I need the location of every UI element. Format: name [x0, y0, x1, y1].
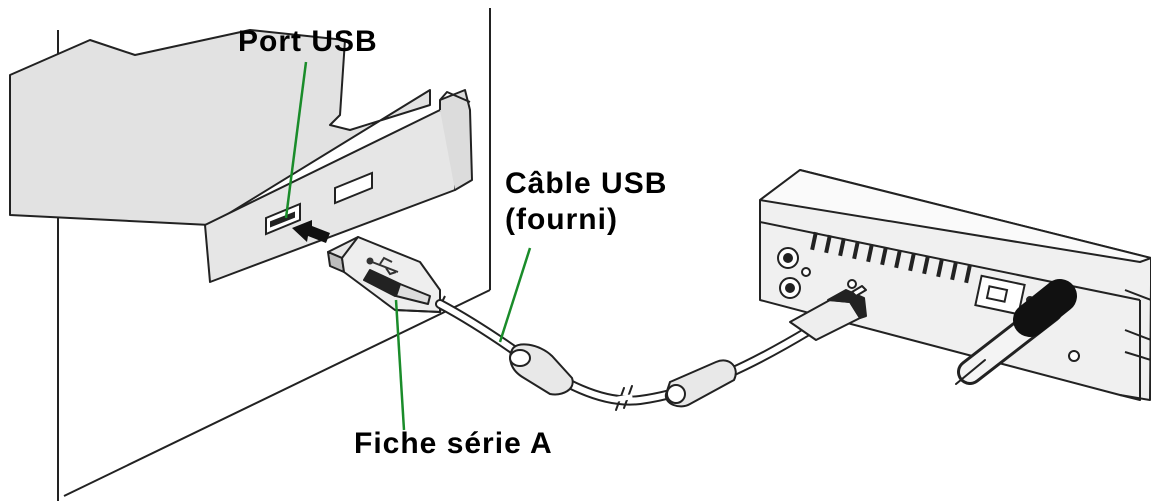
- usb-cable-label: Câble USB: [505, 167, 668, 200]
- usb-cable-note: (fourni): [505, 203, 618, 236]
- insert-arrow-icon: [292, 220, 330, 243]
- second-port: [334, 171, 373, 205]
- ferrite-core-right: [664, 359, 737, 408]
- leader-port: [284, 61, 308, 219]
- device-vents: [810, 231, 972, 284]
- usb-trident-icon: [366, 256, 399, 276]
- leader-plug: [394, 299, 406, 431]
- av-jacks: [777, 247, 811, 299]
- usb-cable: [435, 299, 815, 411]
- usb-port-label: Port USB: [238, 25, 378, 58]
- expansion-card: [9, 29, 473, 283]
- series-a-plug: [327, 236, 446, 313]
- device-usb-plug: [789, 279, 867, 341]
- series-a-plug-label: Fiche série A: [354, 427, 553, 460]
- leader-cable: [498, 247, 532, 343]
- leader-lines: [284, 61, 532, 431]
- external-device: [759, 169, 1151, 401]
- power-cord: [955, 279, 1080, 385]
- ferrite-core-left: [509, 343, 574, 396]
